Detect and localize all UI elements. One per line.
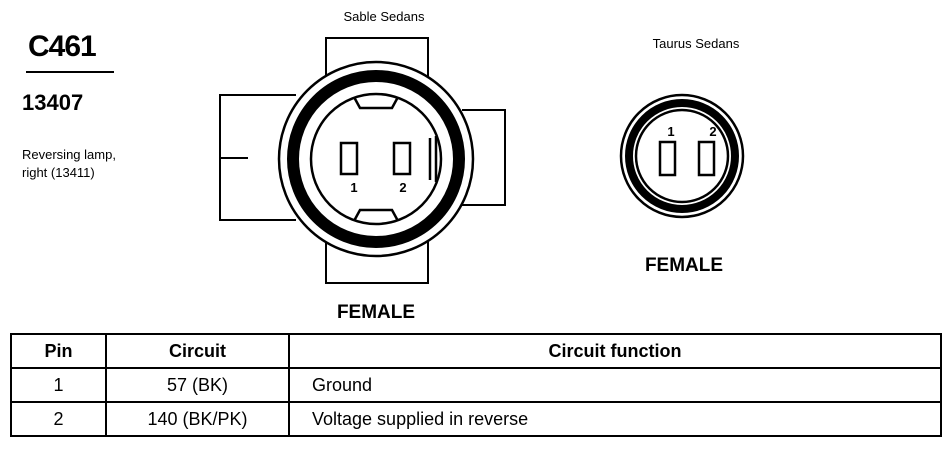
taurus-pin-2-label: 2: [709, 124, 716, 139]
pin-cell: 2: [10, 401, 107, 437]
pin-table: Pin Circuit Circuit function 1 57 (BK) G…: [10, 333, 942, 437]
description-line-2: right (13411): [22, 165, 95, 180]
sable-bottom-key: [352, 208, 400, 222]
sable-top-key: [352, 96, 400, 110]
connector-diagrams: Sable Sedans 1 2 FEMALE Taurus Sedans 1: [219, 9, 745, 323]
sable-pin-2-label: 2: [399, 180, 406, 195]
table-row: 1 57 (BK) Ground: [10, 367, 942, 403]
pin-cell: 1: [10, 367, 107, 403]
circuit-cell: 140 (BK/PK): [105, 401, 290, 437]
taurus-pin-2-terminal: [697, 140, 716, 177]
header-circuit: Circuit: [105, 333, 290, 369]
table-header-row: Pin Circuit Circuit function: [10, 333, 942, 369]
connector-id-underline: [26, 71, 114, 73]
sable-thick-ring: [287, 70, 465, 248]
circuit-cell: 57 (BK): [105, 367, 290, 403]
taurus-pin-1-terminal: [658, 140, 677, 177]
header-circuit-function: Circuit function: [288, 333, 942, 369]
sable-top-tab: [325, 37, 429, 82]
taurus-title: Taurus Sedans: [653, 36, 740, 51]
sable-title: Sable Sedans: [344, 9, 425, 24]
sable-outer-ring: [277, 60, 475, 258]
sable-bottom-tab: [325, 232, 429, 284]
table-row: 2 140 (BK/PK) Voltage supplied in revers…: [10, 401, 942, 437]
sable-pin-1-terminal: [339, 141, 359, 176]
description-line-1: Reversing lamp,: [22, 147, 116, 162]
part-number: 13407: [22, 90, 84, 115]
sable-side-latch: [428, 136, 438, 182]
sable-inner-ring: [309, 92, 443, 226]
taurus-thick-ring: [625, 99, 739, 213]
connector-description: Reversing lamp, right (13411): [22, 146, 192, 182]
sable-right-wing: [462, 109, 506, 206]
sable-pin-2-terminal: [392, 141, 412, 176]
sable-connector: Sable Sedans 1 2 FEMALE: [219, 9, 506, 323]
taurus-pin-1-label: 1: [667, 124, 674, 139]
taurus-outer-ring: [619, 93, 745, 219]
function-cell: Ground: [288, 367, 942, 403]
taurus-gender-label: FEMALE: [645, 255, 723, 276]
taurus-inner-ring: [634, 108, 730, 204]
sable-pin-1-label: 1: [350, 180, 357, 195]
header-pin: Pin: [10, 333, 107, 369]
function-cell: Voltage supplied in reverse: [288, 401, 942, 437]
sable-gender-label: FEMALE: [337, 302, 415, 323]
connector-id: C461: [28, 30, 97, 63]
taurus-connector: Taurus Sedans 1 2 FEMALE: [619, 36, 745, 276]
